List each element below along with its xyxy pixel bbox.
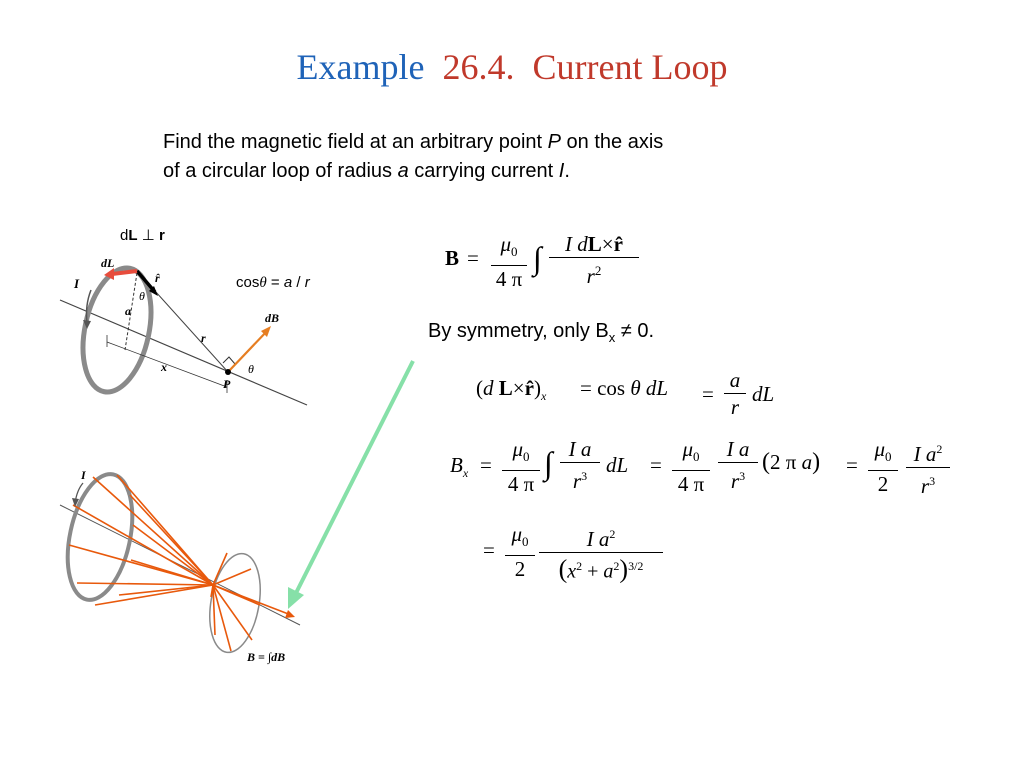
label-B-integral: B = ∫dB bbox=[246, 650, 285, 664]
problem-current: I bbox=[558, 160, 565, 182]
symmetry-statement: By symmetry, only Bx ≠ 0. bbox=[428, 320, 655, 345]
bx-equation: Bx = μ0 4 π ∫ I a r3 dL = μ0 4 π I a r3 … bbox=[450, 437, 960, 501]
loop-ring-bottom bbox=[65, 472, 135, 602]
slide-title: Example 26.4. Current Loop bbox=[0, 46, 1024, 88]
dB-arrow bbox=[227, 329, 269, 373]
title-example: Example bbox=[296, 47, 425, 87]
problem-point: P bbox=[547, 131, 561, 153]
title-name: Current Loop bbox=[532, 47, 728, 87]
cos-relation-label: cosθ = a / r bbox=[236, 274, 310, 291]
green-pointer-arrow bbox=[288, 360, 415, 609]
label-a: a bbox=[125, 304, 131, 318]
x-dimension-line bbox=[106, 341, 228, 388]
label-dL: dL bbox=[101, 256, 114, 270]
problem-text-5: . bbox=[564, 160, 570, 182]
problem-text-1: Find the magnetic field at an arbitrary … bbox=[163, 131, 548, 153]
r-lines bbox=[68, 474, 214, 606]
dB-ring bbox=[209, 552, 261, 654]
dB-vectors bbox=[210, 552, 292, 652]
point-P bbox=[225, 369, 231, 375]
label-theta: θ bbox=[139, 289, 145, 303]
axis-line-bottom bbox=[59, 504, 301, 626]
label-theta2: θ bbox=[248, 362, 254, 376]
cross-product-equation: (d L×r̂)x = cos θ dL = a r dL bbox=[476, 368, 775, 419]
radius-line bbox=[124, 272, 138, 351]
dL-arrow bbox=[111, 269, 138, 276]
problem-text-2: on the axis bbox=[561, 131, 664, 153]
label-rhat: r̂ bbox=[155, 271, 160, 285]
axis-line bbox=[59, 299, 308, 406]
label-r: r bbox=[201, 331, 206, 345]
label-I: I bbox=[73, 276, 80, 291]
problem-text-3: of a circular loop of radius bbox=[163, 160, 398, 182]
loop-diagram: I dL r̂ θ a r x P dB θ bbox=[59, 256, 308, 406]
label-x: x bbox=[160, 360, 167, 374]
label-dB: dB bbox=[265, 311, 279, 325]
title-number: 26.4. bbox=[442, 47, 515, 87]
cone-diagram: I B = ∫dB bbox=[59, 468, 301, 664]
label-P: P bbox=[223, 377, 231, 391]
problem-statement: Find the magnetic field at an arbitrary … bbox=[163, 128, 863, 186]
label-I-bottom: I bbox=[80, 468, 87, 482]
final-equation: = μ0 2 I a2 (x2 + a2)3/2 bbox=[483, 520, 683, 600]
problem-radius: a bbox=[397, 160, 409, 182]
biot-savart-equation: B = μ0 4 π ∫ I dL×r̂ r2 bbox=[445, 232, 645, 292]
problem-text-4: carrying current bbox=[408, 160, 559, 182]
dl-perp-r-label: dL ⊥ r bbox=[120, 227, 165, 244]
